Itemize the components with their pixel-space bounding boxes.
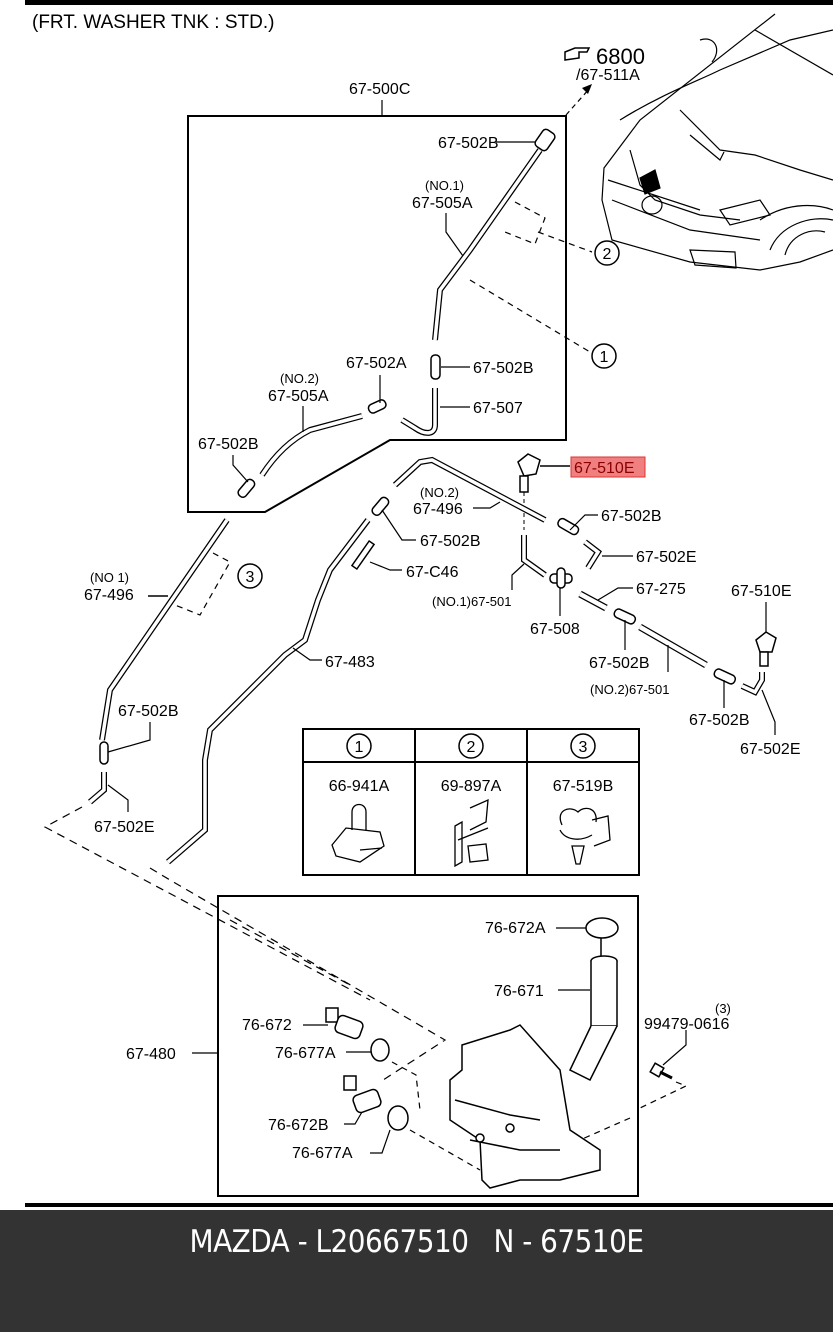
part-label-67-502A: 67-502A xyxy=(346,355,407,372)
part-label-67-500C: 67-500C xyxy=(349,81,410,98)
joint-67-502B-lowleft xyxy=(99,741,109,765)
washer-tank xyxy=(449,1024,601,1189)
part-number-footer: MAZDA - L20667510 N - 67510E xyxy=(0,1210,833,1332)
joint-67-502A xyxy=(367,399,387,414)
part-label-67-483: 67-483 xyxy=(325,654,375,671)
part-label-67-502B-top: 67-502B xyxy=(438,135,499,152)
part-label-67-502E-far: 67-502E xyxy=(740,741,801,758)
joint-67-502B-right xyxy=(557,517,580,536)
part-label-67-502B-right: 67-502B xyxy=(601,508,662,525)
joint-67-502B-far xyxy=(713,668,737,685)
part-label-76-677A-1: 76-677A xyxy=(275,1045,336,1062)
clip-67-C46 xyxy=(350,539,376,571)
callout-1: 1 xyxy=(591,343,617,369)
part-label-67-C46: 67-C46 xyxy=(406,564,459,581)
top-border xyxy=(25,0,833,5)
clip-66-941A-icon xyxy=(331,803,385,863)
part-label-67-502B-far: 67-502B xyxy=(689,712,750,729)
joint-67-502B-mid xyxy=(430,354,441,380)
part-label-76-672B: 76-672B xyxy=(268,1117,329,1134)
part-label-67-505A-no1: 67-505A xyxy=(412,195,473,212)
part-label-67-502B-left: 67-502B xyxy=(198,436,259,453)
hose-67-507 xyxy=(400,388,438,436)
diagram-title: (FRT. WASHER TNK : STD.) xyxy=(32,12,274,33)
legend-col-3: 3 67-519B xyxy=(553,733,614,865)
bolt-99479-0616 xyxy=(649,1062,673,1080)
part-label-67-480: 67-480 xyxy=(126,1046,176,1063)
svg-text:2: 2 xyxy=(603,246,612,263)
joint-67-502B-lower xyxy=(613,608,637,625)
bottom-border xyxy=(25,1203,833,1207)
reference-arrow-line xyxy=(565,87,591,116)
car-illustration xyxy=(601,13,833,271)
parts-diagram: (FRT. WASHER TNK : STD.) 6800 /67-511A 6… xyxy=(25,0,833,1207)
selected-part-highlight[interactable] xyxy=(570,456,646,478)
tee-joint-67-508 xyxy=(549,567,573,589)
part-label-67-508: 67-508 xyxy=(530,621,580,638)
nozzle-67-510E-right xyxy=(755,631,777,667)
clip-69-897A-icon xyxy=(454,798,489,868)
svg-text:3: 3 xyxy=(246,569,255,586)
part-label-76-672: 76-672 xyxy=(242,1017,292,1034)
joint-67-502B-center xyxy=(371,496,390,516)
part-label-67-502E-lowleft: 67-502E xyxy=(94,819,155,836)
part-label-67-502B-center: 67-502B xyxy=(420,533,481,550)
part-label-67-496-no1: 67-496 xyxy=(84,587,134,604)
legend-col-1: 1 66-941A xyxy=(329,733,390,863)
reference-hand-icon xyxy=(564,47,591,61)
part-label-67-496-no2: 67-496 xyxy=(413,501,463,518)
filler-pipe-76-671 xyxy=(569,955,618,1082)
hose-67-505A-no2 xyxy=(259,413,363,477)
part-note-505A-no1: (NO.1) xyxy=(425,178,464,193)
part-label-67-507: 67-507 xyxy=(473,400,523,417)
washer-pump-76-672B xyxy=(343,1075,382,1114)
joint-67-502B-top xyxy=(534,128,556,152)
legend-part-2: 69-897A xyxy=(441,778,502,795)
part-label-67-501-no2: (NO.2)67-501 xyxy=(590,682,669,697)
reference-arrow-head xyxy=(582,84,592,94)
callout-3: 3 xyxy=(237,563,263,589)
part-label-67-502E-right: 67-502E xyxy=(636,549,697,566)
part-label-67-510E-selected[interactable]: 67-510E xyxy=(574,460,635,477)
clip-67-519B-icon xyxy=(559,807,611,865)
legend-number-3: 3 xyxy=(579,739,588,756)
hose-assembly-box-upper xyxy=(187,115,567,513)
part-label-67-502B-mid: 67-502B xyxy=(473,360,534,377)
washer-tank-assembly-box xyxy=(217,895,639,1197)
part-label-99479-0616: 99479-0616 xyxy=(644,1016,730,1033)
part-label-67-501-no1: (NO.1)67-501 xyxy=(432,594,511,609)
legend-part-3: 67-519B xyxy=(553,778,614,795)
part-note-496-no2: (NO.2) xyxy=(420,485,459,500)
filler-cap-76-672A xyxy=(585,917,619,960)
reference-label: 6800 xyxy=(596,44,645,69)
joint-67-502B-left xyxy=(237,478,256,498)
legend-col-2: 2 69-897A xyxy=(441,733,502,868)
reference-sublabel: /67-511A xyxy=(576,67,640,84)
nozzle-67-510E xyxy=(517,453,541,493)
part-label-67-510E-right: 67-510E xyxy=(731,583,792,600)
grommet-76-677A-1 xyxy=(370,1038,390,1062)
svg-text:1: 1 xyxy=(600,349,609,366)
legend-number-2: 2 xyxy=(467,739,476,756)
part-qty-99479-0616: (3) xyxy=(715,1001,731,1016)
part-label-67-502B-lower: 67-502B xyxy=(589,655,650,672)
part-label-67-275: 67-275 xyxy=(636,581,686,598)
part-label-67-502B-lowleft: 67-502B xyxy=(118,703,179,720)
legend-number-1: 1 xyxy=(355,739,364,756)
part-note-496-no1: (NO 1) xyxy=(90,570,129,585)
part-label-76-677A-2: 76-677A xyxy=(292,1145,353,1162)
washer-pump-76-672 xyxy=(325,1007,364,1040)
callout-2: 2 xyxy=(594,240,620,266)
grommet-76-677A-2 xyxy=(387,1105,409,1131)
part-number-text: MAZDA - L20667510 N - 67510E xyxy=(189,1224,645,1260)
part-label-76-671: 76-671 xyxy=(494,983,544,1000)
part-label-67-505A-no2: 67-505A xyxy=(268,388,329,405)
legend-part-1: 66-941A xyxy=(329,778,390,795)
part-label-76-672A: 76-672A xyxy=(485,920,546,937)
part-note-505A-no2: (NO.2) xyxy=(280,371,319,386)
